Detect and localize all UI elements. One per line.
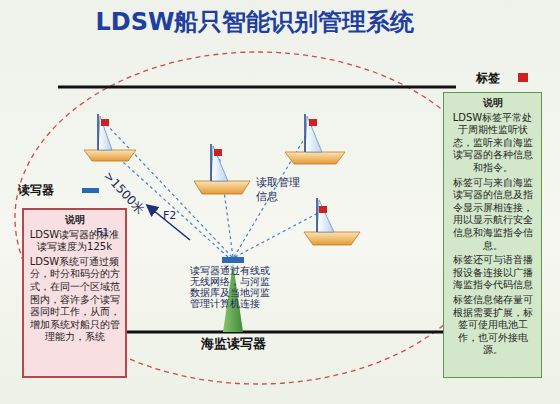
note-box: 说明LDSW读写器的标准读写速度为125kLDSW系统可通过频分，时分和码分的方… [22,208,127,378]
legend-text: 标签 [476,70,500,87]
note-text: LDSW系统可通过频分，时分和码分的方式，在同一个区域范围内，容许多个读写器同时… [28,256,121,344]
frequency-label: F1 [96,226,116,239]
diagram-title: LDSW船只智能识别管理系统 [80,6,430,38]
legend-swatch [518,73,528,82]
device-label: 海监读写器 [192,335,274,353]
note-text: 标签可与来自海监读写器的信息及指令显示屏相连接，用以显示航行安全信息和海监指令信… [448,177,537,253]
boat [194,144,250,194]
note-text: 标签信息储存量可根据需要扩展，标签可使用电池工作，也可外接电源。 [448,294,537,357]
frequency-label: F2 [163,209,183,222]
note-heading: 说明 [448,97,537,110]
signal-label: 读取管理信息 [256,176,304,204]
note-text: LDSW标签平常处于周期性监听状态，监听来自海监读写器的各种信息和指令。 [448,112,537,175]
note-box: 说明LDSW标签平常处于周期性监听状态，监听来自海监读写器的各种信息和指令。标签… [443,92,542,378]
note-heading: 说明 [28,214,121,227]
river-bank [58,86,456,89]
boat [84,114,136,161]
legend-text: 读写器 [18,182,54,199]
connection-note: 读写器通过有线或无线网络，与河监数据库及当地河监管理计算机连接 [190,265,276,309]
legend-swatch [82,188,99,193]
note-text: 标签还可与语音播报设备连接以广播海监指令代码信息 [448,254,537,292]
boat [285,114,345,164]
reader-device: 海监读写器 [222,257,244,263]
boat [304,198,360,245]
leader-arrow [148,206,190,240]
coverage-ellipse [15,52,501,384]
signal-lines [106,124,322,257]
